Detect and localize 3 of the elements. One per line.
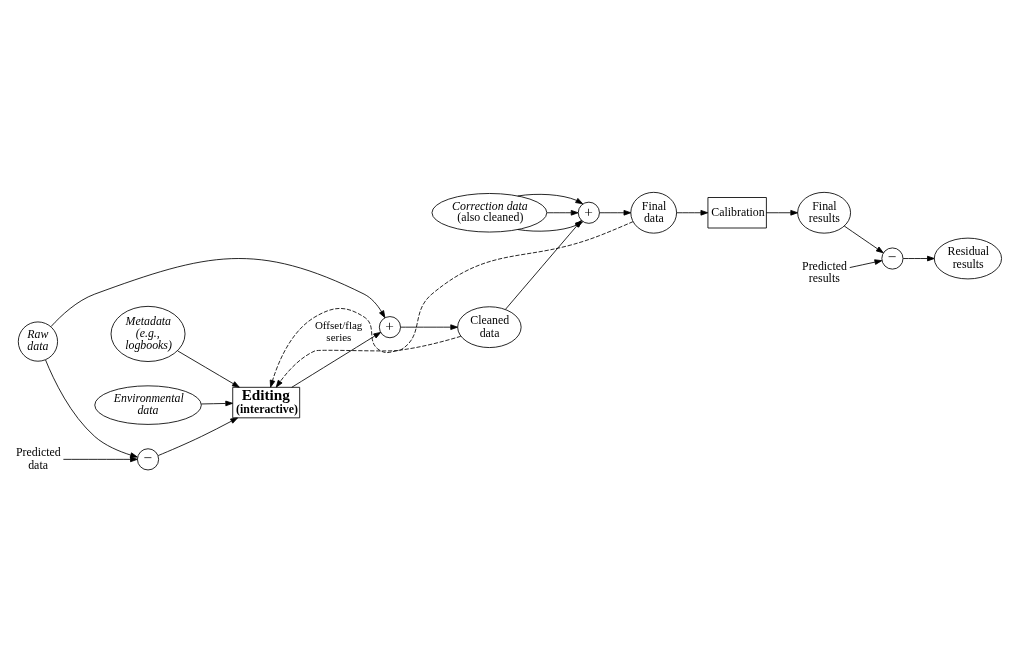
node-text: Predicted data (15, 444, 61, 472)
node-text: Predicted results (802, 258, 847, 285)
edge-label: Offset/flag series (314, 318, 363, 343)
